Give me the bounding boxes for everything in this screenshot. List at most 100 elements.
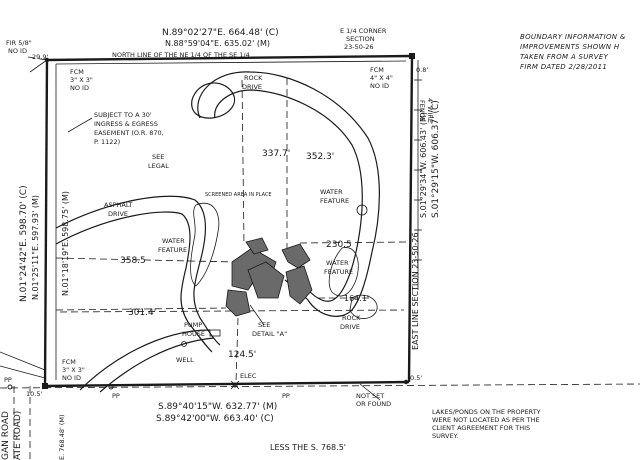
pp-left-label: PP [4, 376, 12, 384]
dim-358: 358.5 [120, 256, 146, 266]
not-set-1: NOT SET [356, 392, 384, 400]
fcm-sw-1: FCM [62, 358, 76, 366]
north-bearing-meas: N.88°59'04"E. 635.02' (M) [165, 39, 270, 48]
well-symbol [181, 341, 187, 347]
dim-line-301 [55, 307, 227, 311]
water-w-2: FEATURE [158, 246, 187, 254]
southeast-pond [349, 294, 378, 319]
south-bearing-meas: S.89°40'15"W. 632.77' (M) [158, 402, 277, 412]
dim-line-337 [241, 79, 245, 246]
asphalt-1: ASPHALT [104, 201, 133, 209]
ponds-note-line-4: SURVEY. [432, 432, 458, 440]
east-bearing-meas: S.01°29'34"W. 606.43' (M) [419, 112, 428, 218]
sw-dist: 10.5' [26, 390, 42, 398]
fcm-sw-2: 3" X 3" [62, 366, 85, 374]
rock-drive-n-2: DRIVE [242, 83, 262, 91]
boundary-note-line-1: BOUNDARY INFORMATION & [520, 33, 626, 41]
fence-label-1: 4' WIRE [426, 98, 434, 123]
dim-352: 352.3' [306, 152, 334, 162]
fountain-circle [356, 204, 368, 216]
easement-line-4: P. 1122) [94, 138, 120, 146]
road-edge-2 [0, 365, 46, 379]
fir-label-1: FIR 5/8" [6, 39, 32, 47]
not-set-2: OR FOUND [356, 400, 391, 408]
fcm-nw-1: FCM [70, 68, 84, 76]
ponds-note-line-1: LAKES/PONDS ON THE PROPERTY [432, 408, 541, 416]
fcm-ne-1: FCM [370, 66, 384, 74]
pump-house-box [209, 329, 221, 337]
west-bearing-inner: N.01°18'19"E. 598.75' (M) [61, 191, 70, 296]
inner-south-line [59, 309, 405, 313]
asphalt-2: DRIVE [108, 210, 128, 218]
rock-drive-n-1: ROCK [244, 74, 263, 82]
detail-leader [249, 304, 265, 326]
ponds-note-line-3: CLIENT AGREEMENT FOR THIS [432, 424, 530, 432]
well-label: WELL [176, 356, 194, 364]
boundary-note-line-2: IMPROVEMENTS SHOWN H [520, 43, 620, 51]
south-boundary-line [44, 380, 410, 388]
fcm-ne-3: NO ID [370, 82, 389, 90]
sw-corner-marker [42, 383, 48, 389]
see-legal-2: LEGAL [148, 162, 169, 170]
se-dist: 0.5' [410, 374, 422, 382]
north-pond [191, 82, 236, 119]
ponds-note: LAKES/PONDS ON THE PROPERTY WERE NOT LOC… [432, 408, 541, 440]
dim-line-358 [55, 257, 237, 263]
west-pond [190, 202, 220, 287]
fcm-sw-3: NO ID [62, 374, 81, 382]
west-bearing-calc: N.01°24'42"E. 598.70' (C) [19, 185, 29, 302]
dim-line-230 [299, 241, 409, 244]
ne-corner-marker [409, 53, 415, 59]
ponds-note-line-2: WERE NOT LOCATED AS PER THE [432, 416, 540, 424]
dim-164: 164.1' [344, 294, 369, 303]
building-southeast [285, 265, 313, 305]
boundary-note-line-3: TAKEN FROM A SURVEY [520, 53, 609, 61]
pp-left-marker [7, 384, 13, 390]
fence-ticks [414, 79, 422, 261]
nw-corner-marker [44, 57, 50, 63]
nw-dist: 29.9' [32, 53, 48, 61]
building-south [225, 289, 251, 317]
see-detail-2: DETAIL "A" [252, 330, 287, 338]
dim-337: 337.7' [262, 149, 290, 159]
see-detail-1: SEE [258, 321, 270, 329]
south-driveway [79, 329, 215, 393]
south-offset-line [0, 383, 640, 389]
building-east [281, 243, 311, 269]
easement-leader [67, 117, 93, 133]
pp-mid-label: PP [112, 392, 120, 400]
dim-124: 124.5' [228, 350, 256, 360]
dim-230: 230.5 [326, 240, 352, 250]
fir-leader [29, 59, 48, 73]
elec-label: ELEC [240, 372, 257, 380]
less-label: LESS THE S. 768.5' [270, 443, 346, 452]
dim-301: 301.4' [128, 308, 156, 318]
house-buildings [225, 237, 313, 317]
pp-south-label: PP [282, 392, 290, 400]
boundary-note: BOUNDARY INFORMATION & IMPROVEMENTS SHOW… [520, 33, 626, 71]
easement-line-2: INGRESS & EGRESS [94, 120, 158, 128]
inner-north-line [55, 60, 407, 65]
west-bearing-meas: N.01°25'11"E. 597.93' (M) [31, 195, 40, 300]
e-quarter-line-3: 23-50-26 [344, 43, 374, 51]
screened-area-label: SCREENED AREA IN PLACE [205, 192, 272, 198]
water-ne-1: WATER [320, 188, 343, 196]
pp-south-marker [232, 382, 238, 388]
dimension-lines [55, 78, 409, 383]
fence-label-2: FENCE [418, 100, 426, 121]
east-boundary-line [407, 55, 414, 383]
water-e-1: WATER [326, 259, 349, 267]
north-boundary-line [46, 54, 413, 62]
property-boundary [43, 54, 414, 388]
water-e-2: FEATURE [324, 268, 353, 276]
pp-mid-marker [108, 384, 114, 390]
sw-small-bearing: E. 768.48' (M) [58, 414, 66, 460]
e-quarter-line-2: SECTION [346, 35, 375, 43]
fcm-nw-2: 3" X 3" [70, 76, 93, 84]
reference-lines [0, 56, 640, 460]
north-bearing-calc: N.89°02'27"E. 664.48' (C) [162, 28, 279, 38]
screened-area [245, 237, 269, 255]
road-edge-1 [0, 351, 46, 371]
